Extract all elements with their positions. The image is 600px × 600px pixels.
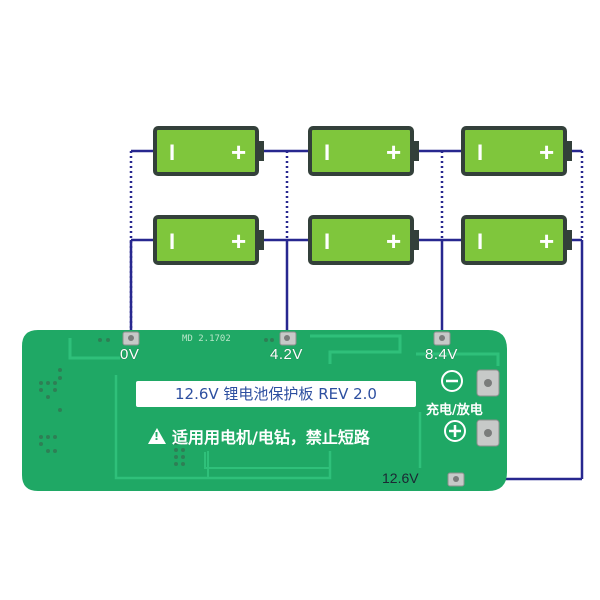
minus-circle-icon	[441, 370, 463, 392]
warning-line: 适用用电机/电钻，禁止短路	[148, 424, 370, 448]
svg-text:I: I	[169, 140, 175, 165]
charge-discharge-label: 充电/放电	[426, 403, 483, 418]
battery-cell: I +	[153, 215, 264, 265]
svg-text:I: I	[324, 229, 330, 254]
pad-label-4v2: 4.2V	[270, 346, 303, 363]
svg-text:I: I	[324, 140, 330, 165]
svg-text:I: I	[169, 229, 175, 254]
warning-triangle-icon	[148, 428, 166, 444]
battery-cells: I + I + I + I + I +	[153, 126, 572, 265]
battery-cell: I +	[153, 126, 264, 176]
battery-cell: I +	[308, 126, 419, 176]
svg-text:+: +	[539, 226, 554, 256]
warning-text: 适用用电机/电钻，禁止短路	[172, 428, 370, 447]
board-title: 12.6V 锂电池保护板 REV 2.0	[136, 381, 416, 407]
svg-text:I: I	[477, 140, 483, 165]
pad-label-12v6: 12.6V	[382, 470, 419, 486]
plus-circle-icon	[444, 420, 466, 442]
svg-text:+: +	[539, 137, 554, 167]
svg-text:+: +	[231, 137, 246, 167]
pad-label-8v4: 8.4V	[425, 346, 458, 363]
protection-board	[22, 330, 507, 491]
svg-text:+: +	[231, 226, 246, 256]
battery-cell: I +	[461, 215, 572, 265]
wiring	[129, 149, 584, 481]
svg-text:+: +	[386, 226, 401, 256]
board-silkscreen-code: MD 2.1702	[182, 334, 231, 344]
svg-text:+: +	[386, 137, 401, 167]
pad-label-0v: 0V	[120, 346, 140, 363]
battery-cell: I +	[308, 215, 419, 265]
svg-text:I: I	[477, 229, 483, 254]
battery-cell: I +	[461, 126, 572, 176]
